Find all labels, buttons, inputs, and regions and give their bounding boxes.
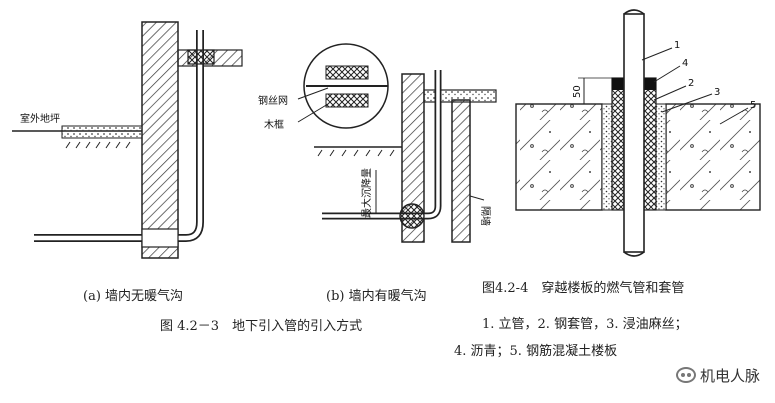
caption-a: (a) 墙内无暖气沟 xyxy=(83,288,183,304)
callout-1: 1 xyxy=(674,40,680,51)
wall-a xyxy=(141,21,179,259)
wood-frame-leader xyxy=(297,103,329,123)
wall-opening-b xyxy=(399,203,425,229)
watermark-text: 机电人脉 xyxy=(700,366,761,385)
oiled-hemp-left xyxy=(601,103,613,211)
gas-pipe-a-inner xyxy=(34,30,203,241)
wire-mesh-label: 钢丝网 xyxy=(258,94,288,107)
partition-wall-b xyxy=(451,99,471,243)
figure-424-legend-line-2: 4. 沥青；5. 钢筋混凝土楼板 xyxy=(454,343,617,359)
dimension-label-50: 50 xyxy=(572,85,583,98)
steel-sleeve-right xyxy=(643,77,657,211)
ground-fill-a xyxy=(61,125,143,139)
detail-wood-frame-bottom xyxy=(325,93,369,108)
asphalt-left xyxy=(612,78,624,90)
callout-4: 4 xyxy=(682,58,688,69)
figure-b: 钢丝网 木框 最大沉降量 隔墙 (b) 墙内有暖气沟 xyxy=(258,43,497,304)
steel-sleeve-left xyxy=(611,77,625,211)
callout-leader-1 xyxy=(641,47,673,61)
floor-slab-b xyxy=(423,89,497,103)
figure-424: 50 1 2 3 4 5 图4.2-4 穿越楼板的燃气管和套管 1. 立管，2.… xyxy=(454,9,761,359)
figure-a: 室外地坪 (a) 墙内无暖气沟 xyxy=(12,21,243,304)
valve-flange-a xyxy=(187,49,215,65)
detail-wood-frame-top xyxy=(325,65,369,80)
figure-424-title: 图4.2-4 穿越楼板的燃气管和套管 xyxy=(482,280,684,296)
callout-leader-4 xyxy=(653,65,681,83)
wood-frame-label: 木框 xyxy=(264,118,284,131)
partition-wall-label: 隔墙 xyxy=(479,206,492,226)
figure-424-legend-line-1: 1. 立管，2. 钢套管，3. 浸油麻丝； xyxy=(482,316,688,332)
ground-tick-marks-b xyxy=(317,149,395,157)
watermark: 机电人脉 xyxy=(676,362,771,388)
max-settlement-label: 最大沉降量 xyxy=(360,168,373,218)
wall-sleeve-a xyxy=(141,228,179,248)
callout-3: 3 xyxy=(714,87,720,98)
wire-mesh-leader xyxy=(297,87,329,100)
riser-pipe-bottom-cap xyxy=(623,251,645,257)
outdoor-ground-label: 室外地坪 xyxy=(20,112,60,125)
riser-pipe-top-cap xyxy=(623,9,645,15)
caption-b: (b) 墙内有暖气沟 xyxy=(326,288,427,304)
riser-pipe xyxy=(623,13,645,253)
callout-leader-2 xyxy=(653,85,687,101)
callout-leader-3 xyxy=(661,93,713,113)
asphalt-right xyxy=(644,78,656,90)
floor-slab-right xyxy=(665,103,761,211)
oiled-hemp-right xyxy=(655,103,667,211)
chat-bubble-icon xyxy=(676,367,696,383)
gas-pipe-b-inner xyxy=(322,70,440,218)
figure-423-caption: 图 4.2－3 地下引入管的引入方式 xyxy=(160,318,362,334)
ground-tick-marks-a xyxy=(65,141,131,149)
callout-5: 5 xyxy=(750,100,756,111)
partition-wall-leader xyxy=(469,195,485,201)
callout-leader-5 xyxy=(719,107,749,125)
callout-2: 2 xyxy=(688,78,694,89)
floor-slab-left xyxy=(515,103,603,211)
wall-b xyxy=(401,73,425,243)
